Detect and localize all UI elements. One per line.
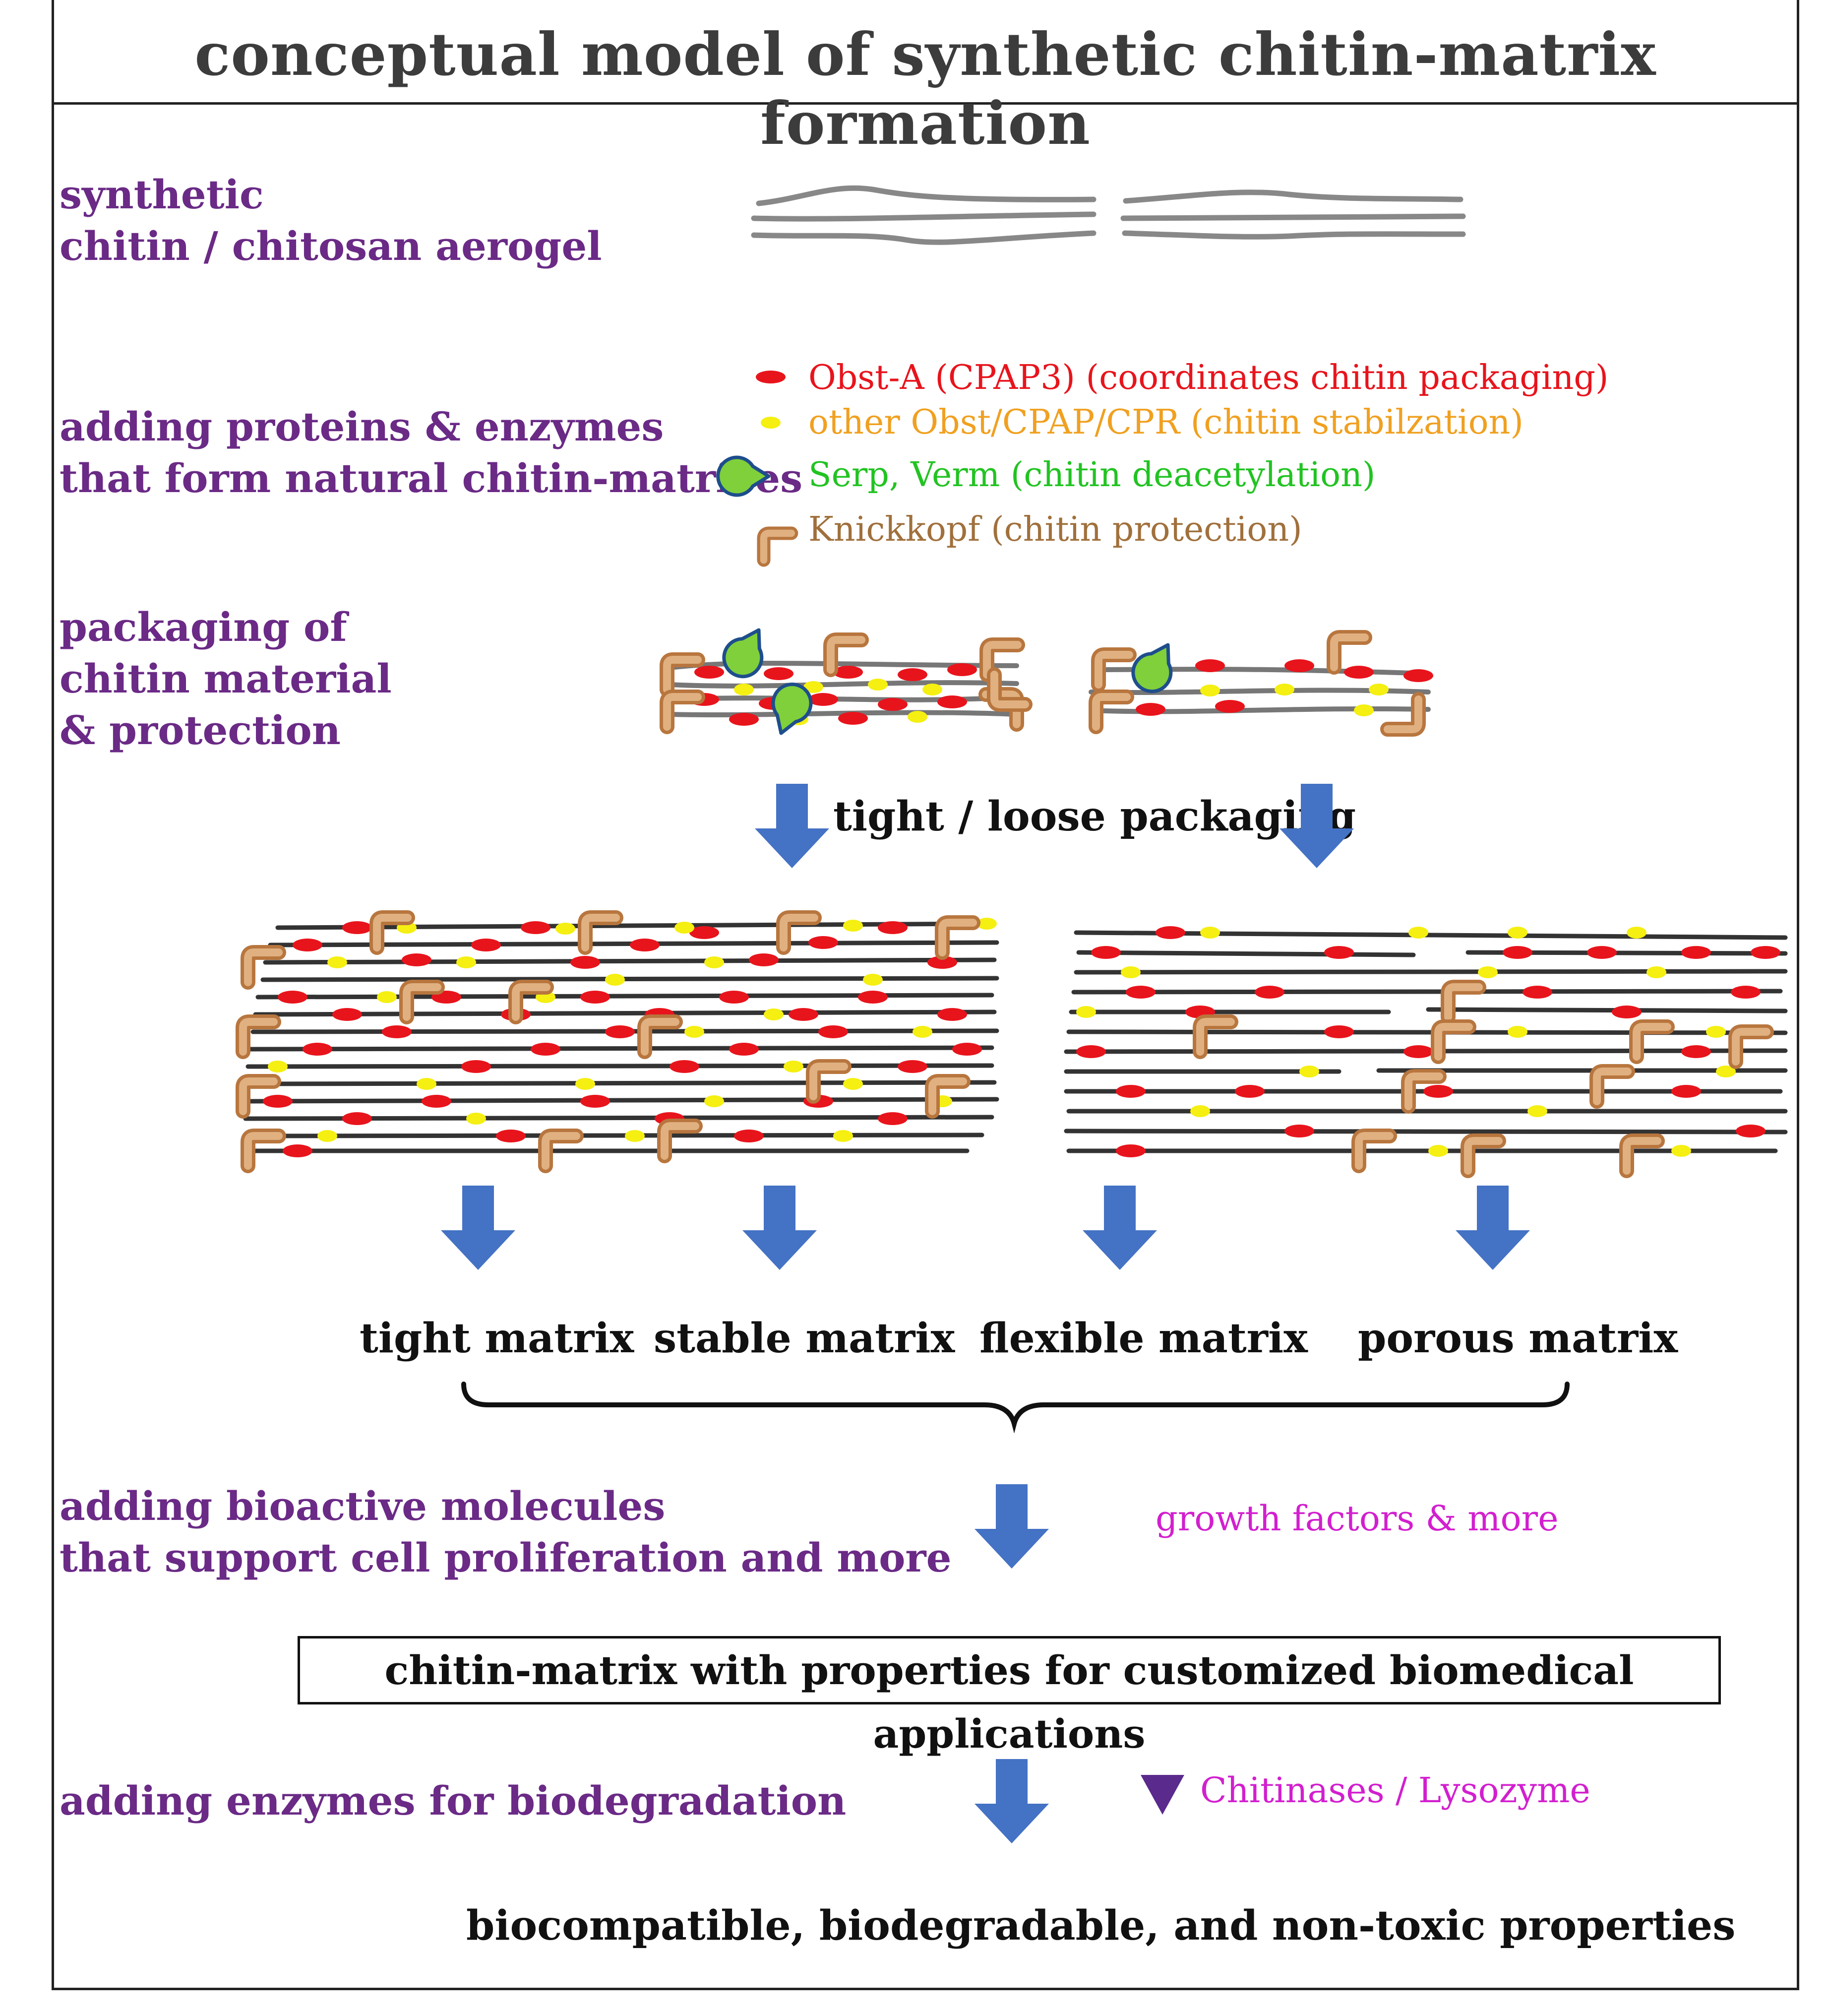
pacman-enzyme-icon	[718, 457, 769, 495]
step-packaging-line3: & protection	[60, 707, 341, 754]
step-packaging-line1: packaging of	[60, 604, 347, 650]
legend-knickkopf: Knickkopf (chitin protection)	[808, 510, 1302, 549]
step-bioactive-line2: that support cell proliferation and more	[60, 1534, 952, 1581]
step-packaging-line2: chitin material	[60, 655, 392, 702]
arrow-stable-matrix	[742, 1186, 817, 1270]
arrow-flexible-matrix	[1083, 1186, 1157, 1270]
growth-factors-label: growth factors & more	[1156, 1498, 1559, 1539]
step-bioactive-line1: adding bioactive molecules	[60, 1483, 666, 1529]
step-proteins: adding proteins & enzymes that form natu…	[60, 401, 802, 504]
packaging-cluster-loose	[1089, 635, 1433, 729]
yellow-oval-icon	[761, 417, 781, 429]
legend-other-obst: other Obst/CPAP/CPR (chitin stabilzation…	[808, 403, 1524, 442]
chitinase-triangle-icon	[1141, 1775, 1184, 1815]
tight-matrix-block	[243, 918, 999, 1166]
matrix-label-flexible: flexible matrix	[979, 1315, 1308, 1362]
step-aerogel: synthetic chitin / chitosan aerogel	[60, 169, 602, 272]
knickkopf-hook-icon	[764, 533, 792, 560]
step-proteins-line2: that form natural chitin-matrices	[60, 455, 803, 502]
arrow-tight-packaging	[755, 784, 829, 868]
matrix-label-tight: tight matrix	[360, 1315, 634, 1362]
legend-serp-verm: Serp, Verm (chitin deacetylation)	[808, 455, 1376, 495]
packaging-cluster-tight	[667, 621, 1025, 740]
legend-obst-a: Obst-A (CPAP3) (coordinates chitin packa…	[808, 358, 1609, 397]
arrow-loose-packaging	[1280, 784, 1354, 868]
packaging-label: tight / loose packaging	[833, 793, 1356, 840]
arrow-biodegradation	[975, 1759, 1049, 1843]
matrix-brace	[461, 1382, 1570, 1434]
title-divider	[52, 102, 1799, 105]
matrix-label-stable: stable matrix	[654, 1315, 955, 1362]
diagram-title: conceptual model of synthetic chitin-mat…	[194, 20, 1656, 158]
step-biodegradation: adding enzymes for biodegradation	[60, 1775, 846, 1827]
step-proteins-line1: adding proteins & enzymes	[60, 403, 664, 450]
step-packaging: packaging of chitin material & protectio…	[60, 601, 392, 756]
matrix-label-porous: porous matrix	[1358, 1315, 1678, 1362]
diagram-frame	[52, 0, 1799, 1990]
arrow-bioactive	[975, 1484, 1049, 1569]
arrow-porous-matrix	[1456, 1186, 1530, 1270]
step-aerogel-line1: synthetic	[60, 171, 264, 218]
step-aerogel-line2: chitin / chitosan aerogel	[60, 223, 602, 269]
step-biodegradation-line1: adding enzymes for biodegradation	[60, 1777, 847, 1824]
step-bioactive: adding bioactive molecules that support …	[60, 1480, 951, 1583]
aerogel-fibers	[751, 185, 1466, 245]
result-box: chitin-matrix with properties for custom…	[298, 1636, 1721, 1757]
arrow-tight-matrix	[441, 1186, 515, 1270]
final-properties: biocompatible, biodegradable, and non-to…	[466, 1902, 1736, 1950]
loose-matrix-block	[1064, 926, 1788, 1171]
red-oval-icon	[756, 371, 786, 383]
chitinases-label: Chitinases / Lysozyme	[1200, 1770, 1590, 1811]
